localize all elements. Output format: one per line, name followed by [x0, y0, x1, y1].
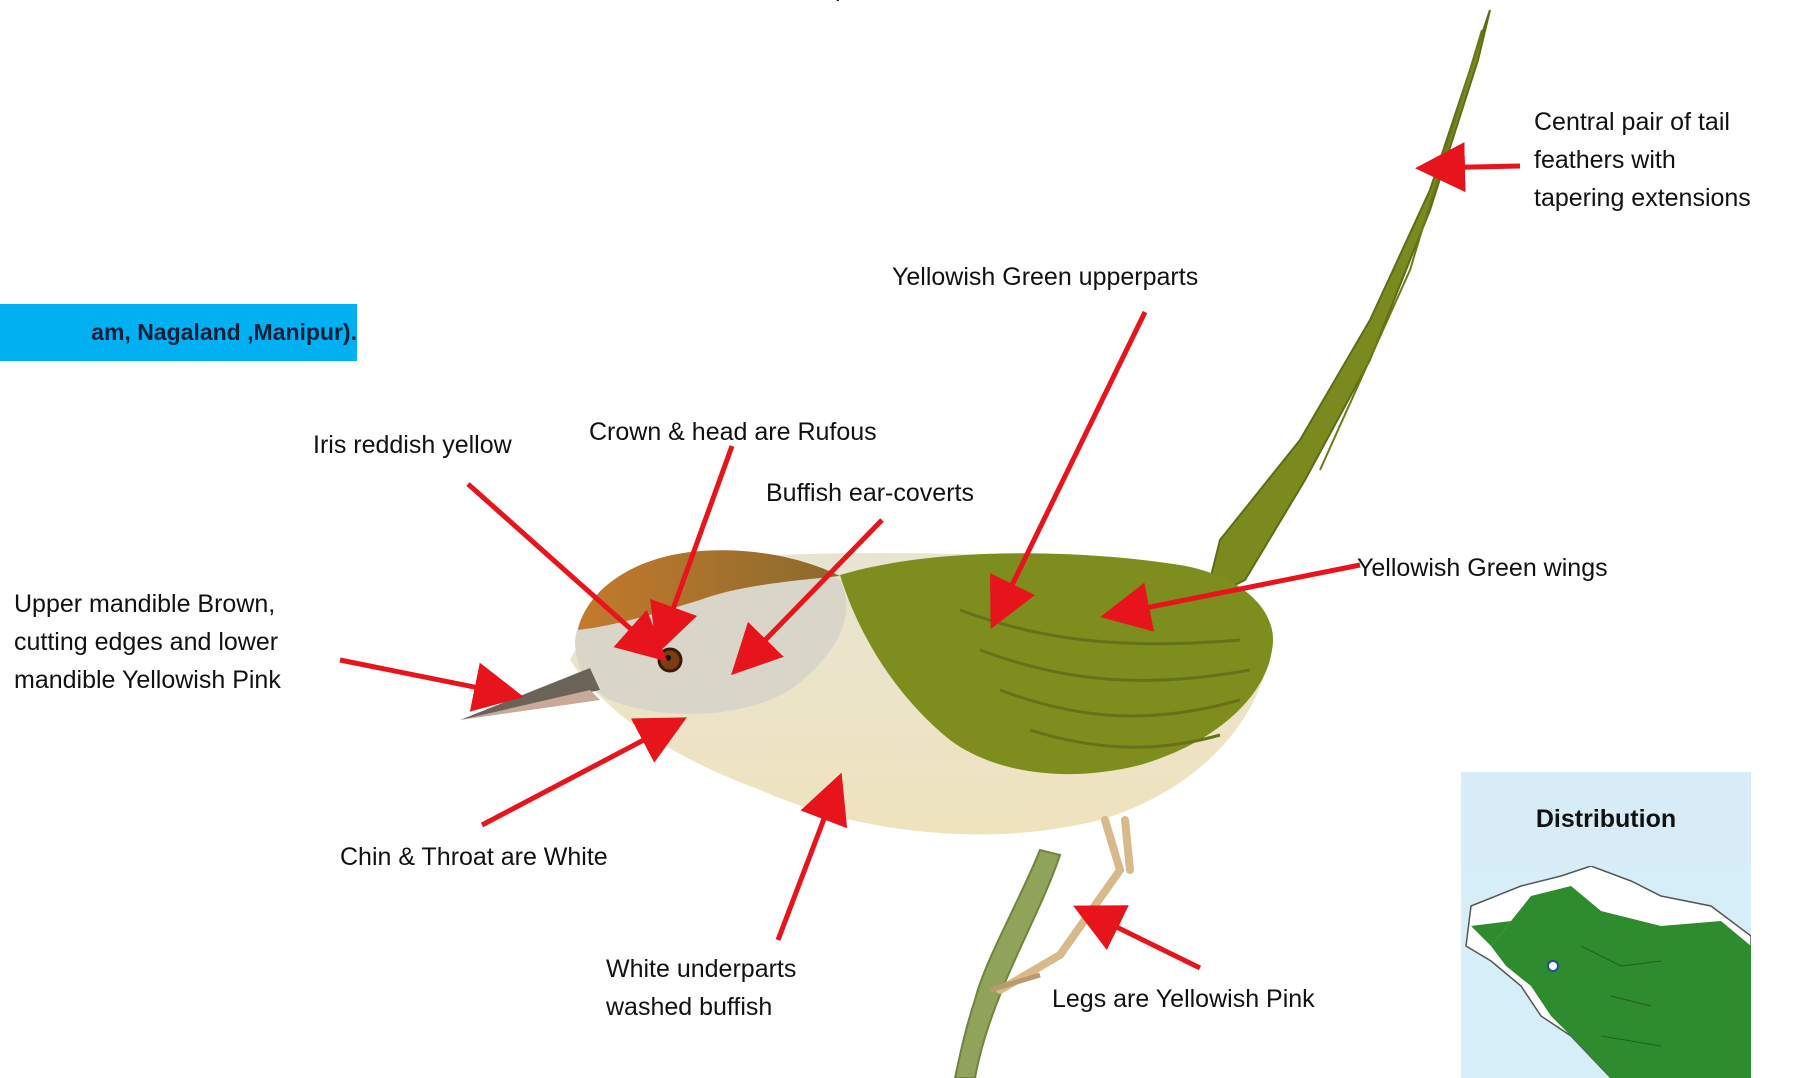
- region-banner: am, Nagaland ,Manipur).: [0, 304, 357, 361]
- arrow-legs: [1082, 910, 1200, 968]
- label-ear-coverts: Buffish ear-coverts: [766, 474, 974, 512]
- label-mandible: Upper mandible Brown, cutting edges and …: [14, 585, 281, 699]
- label-iris: Iris reddish yellow: [313, 426, 512, 464]
- arrow-mandible: [340, 660, 514, 695]
- label-tail: Central pair of tail feathers with taper…: [1534, 103, 1751, 217]
- label-crown: Crown & head are Rufous: [589, 413, 877, 451]
- cropped-title-fragment: p: [835, 0, 849, 3]
- label-upperparts: Yellowish Green upperparts: [892, 258, 1198, 296]
- arrow-tail: [1425, 166, 1520, 168]
- distribution-title: Distribution: [1461, 772, 1751, 866]
- label-chin: Chin & Throat are White: [340, 838, 608, 876]
- label-legs: Legs are Yellowish Pink: [1052, 980, 1315, 1018]
- tail: [1205, 10, 1490, 600]
- label-wings: Yellowish Green wings: [1357, 549, 1608, 587]
- distribution-map: [1461, 866, 1751, 1078]
- label-underparts: White underparts washed buffish: [606, 950, 796, 1026]
- arrow-chin: [482, 722, 678, 825]
